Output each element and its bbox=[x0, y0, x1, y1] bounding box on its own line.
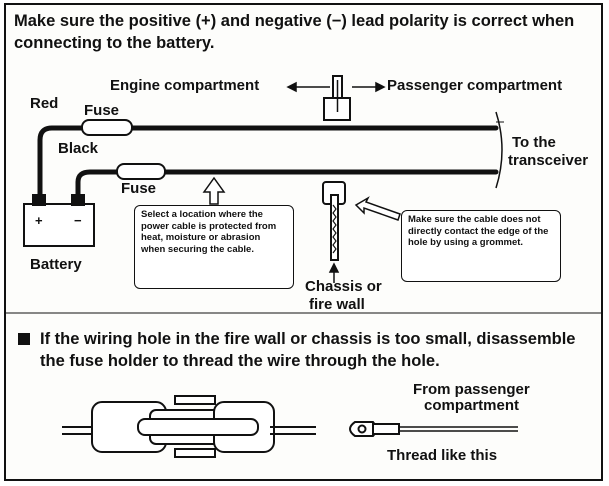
passenger-compartment-label: Passenger compartment bbox=[387, 77, 563, 94]
polarity-instruction: Make sure the positive (+) and negative … bbox=[14, 12, 575, 52]
fuse-holder-disassembly bbox=[62, 395, 316, 458]
fuse-bottom-label: Fuse bbox=[121, 180, 157, 197]
battery-minus: − bbox=[74, 213, 82, 228]
battery-plus: + bbox=[35, 213, 43, 228]
chassis-arrow bbox=[328, 262, 340, 283]
threaded-lug-icon bbox=[349, 421, 518, 437]
cable-end bbox=[495, 111, 503, 189]
compartment-arrows bbox=[286, 81, 386, 93]
chassis-label-1: Chassis or bbox=[305, 278, 382, 295]
black-label: Black bbox=[58, 140, 99, 157]
red-label: Red bbox=[30, 95, 59, 112]
callout-arrow-grommet bbox=[354, 196, 401, 221]
chassis-label-2: fire wall bbox=[309, 296, 365, 313]
battery-label: Battery bbox=[30, 256, 82, 273]
red-wire bbox=[37, 125, 499, 200]
fuse-bottom bbox=[116, 163, 166, 180]
callout-grommet: Make sure the cable does not directly co… bbox=[401, 210, 561, 282]
callout-arrow-location bbox=[202, 176, 226, 205]
thread-like-this-label: Thread like this bbox=[387, 447, 498, 464]
engine-compartment-label: Engine compartment bbox=[110, 77, 260, 94]
grommet-top-icon bbox=[323, 75, 351, 121]
fuse-top bbox=[81, 119, 133, 136]
battery-icon bbox=[23, 194, 95, 247]
fuse-holder-note: If the wiring hole in the fire wall or c… bbox=[40, 330, 576, 370]
grommet-bottom-icon bbox=[322, 181, 346, 261]
to-transceiver-label-2: transceiver bbox=[508, 152, 589, 169]
from-passenger-label-1: From passenger bbox=[413, 381, 530, 398]
from-passenger-label-2: compartment bbox=[424, 397, 520, 414]
callout-location: Select a location where the power cable … bbox=[134, 205, 294, 289]
fuse-top-label: Fuse bbox=[84, 102, 120, 119]
to-transceiver-label-1: To the bbox=[512, 134, 556, 151]
black-wire bbox=[75, 169, 499, 200]
note-bullet bbox=[18, 333, 30, 345]
